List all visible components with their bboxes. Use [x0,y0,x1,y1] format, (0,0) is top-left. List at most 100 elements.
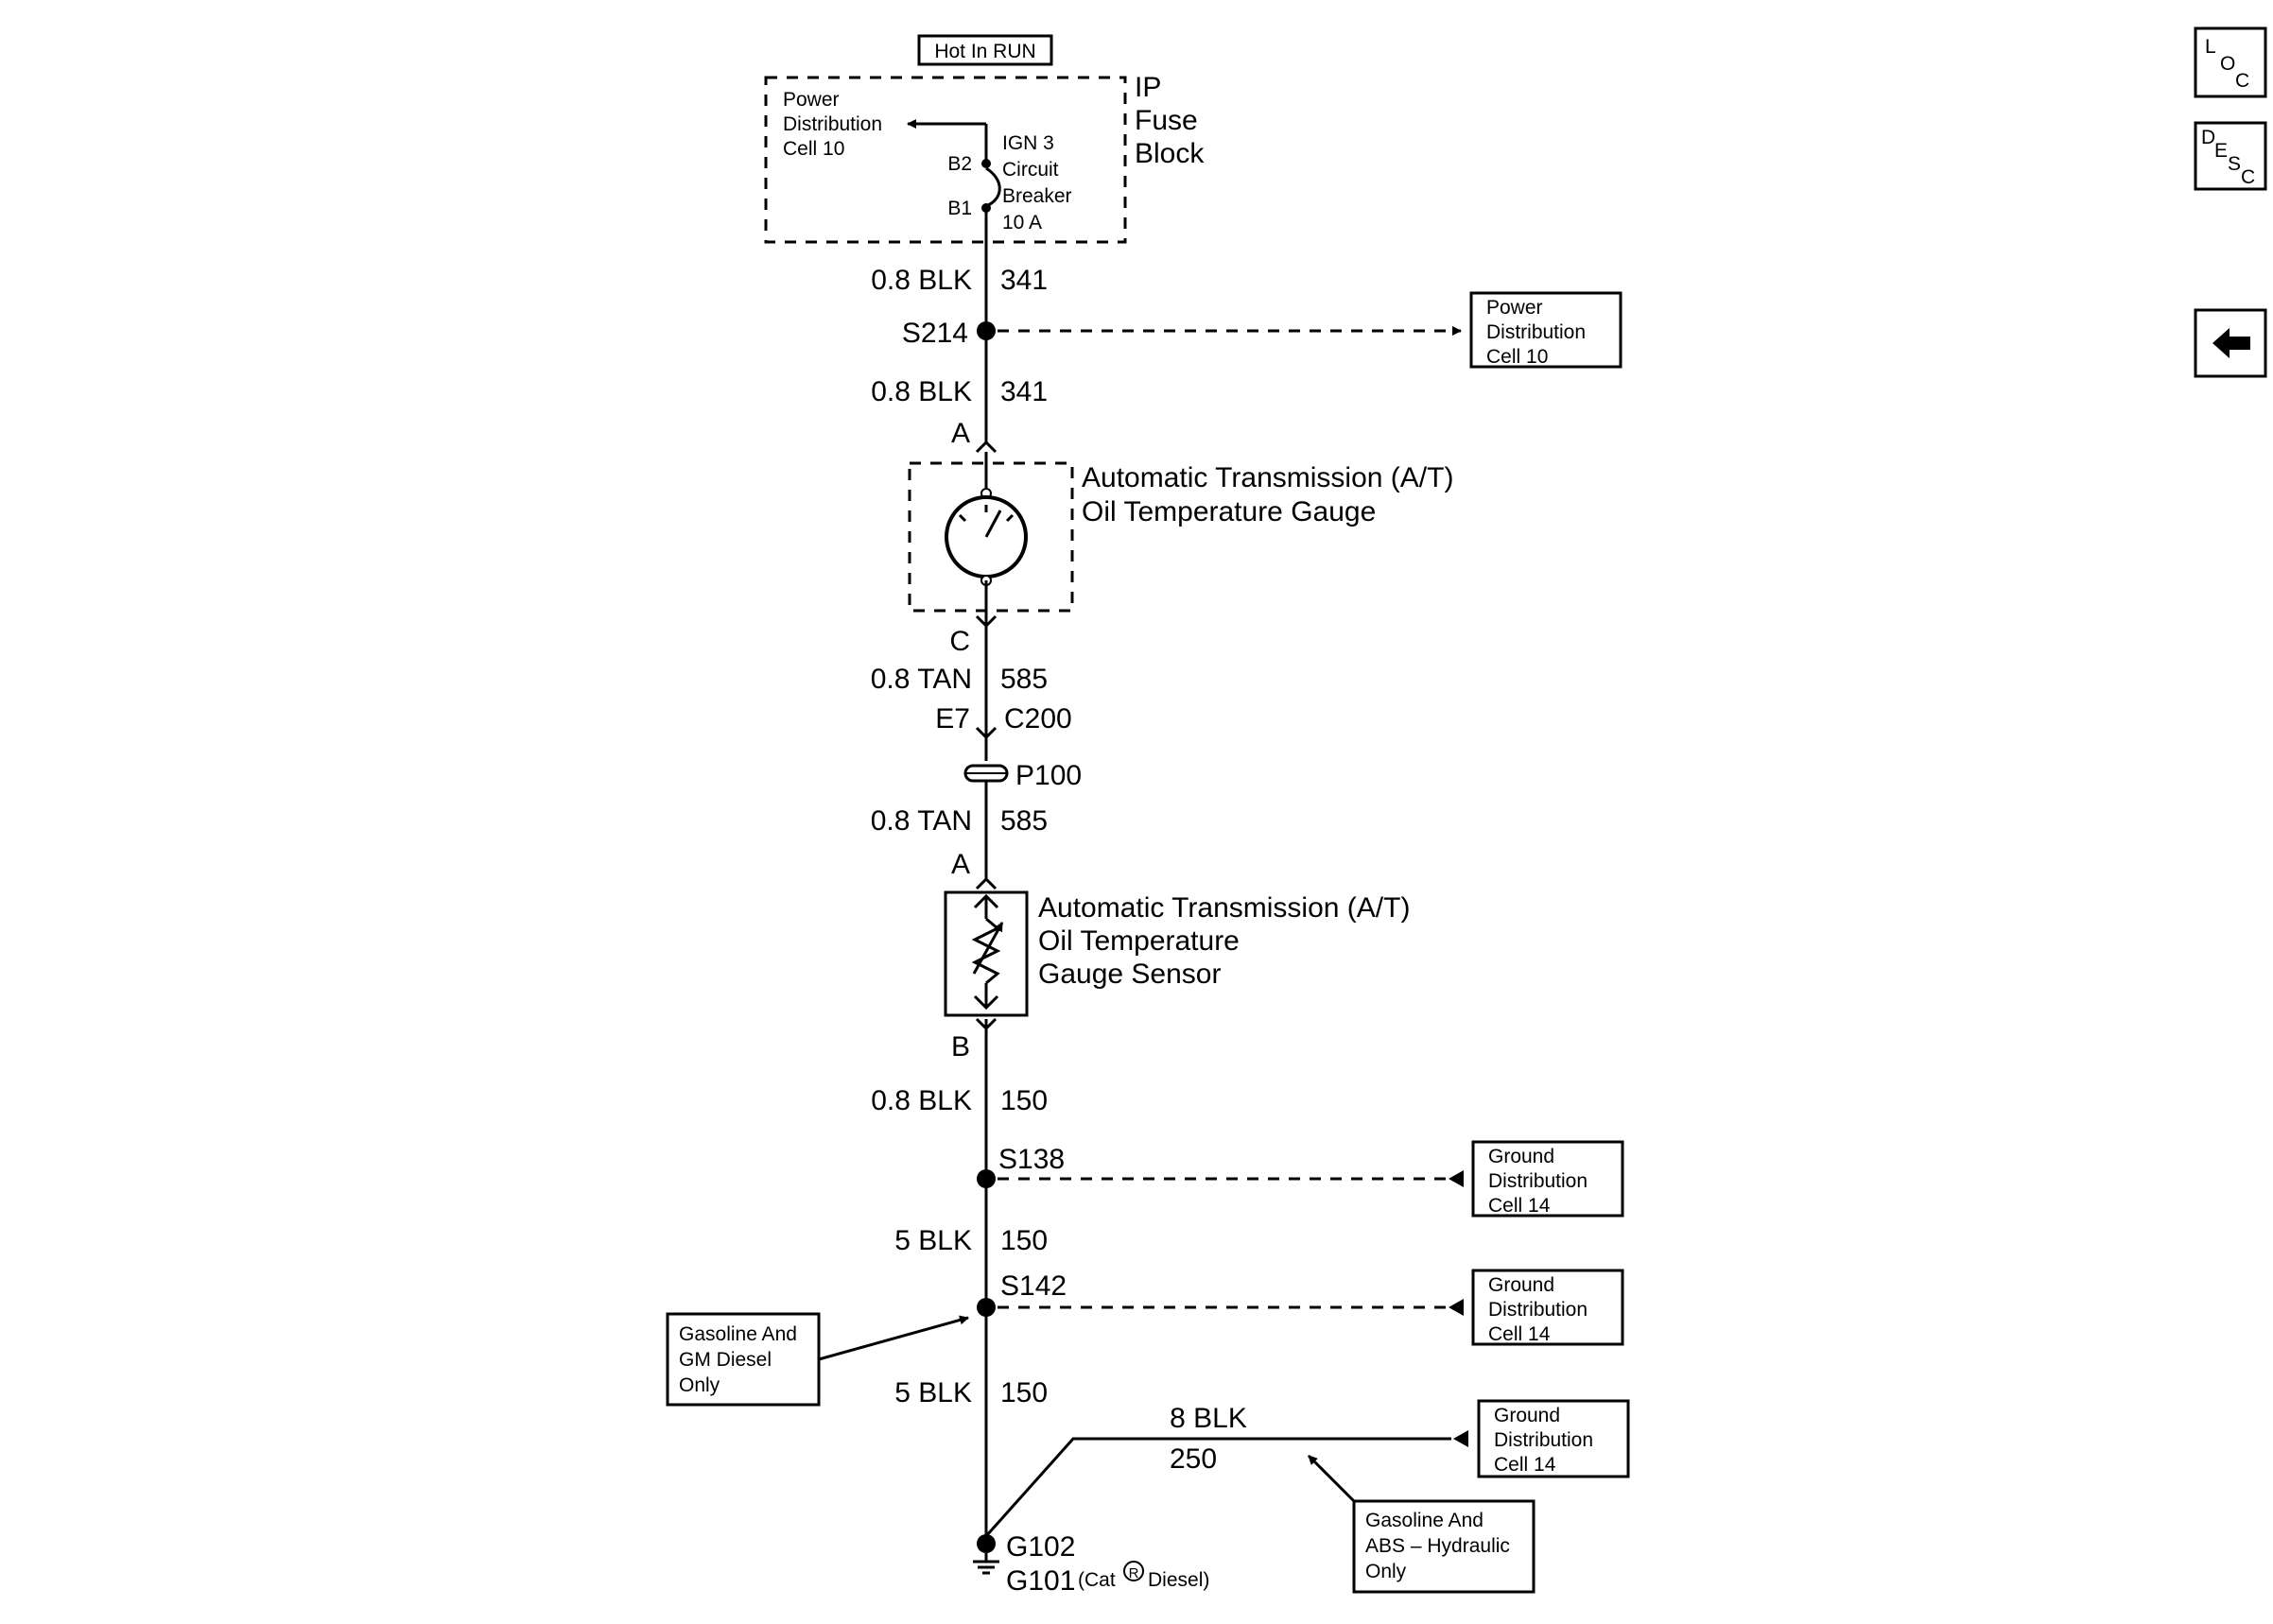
wire7-gauge: 5 BLK [894,1377,972,1408]
ref-power-dist-2: Distribution [1486,321,1586,343]
breaker-label-1: IGN 3 [1002,132,1054,154]
desc-c: C [2241,166,2255,188]
desc-button[interactable]: D E S C [2194,121,2267,191]
ref-ground2-3: Cell 14 [1488,1323,1551,1345]
wire7-circuit: 150 [1000,1377,1048,1408]
pin-b1-label: B1 [947,198,972,219]
breaker-label-3: Breaker [1002,185,1072,207]
arrow-left-icon [2212,328,2250,358]
e7-label: E7 [935,703,970,734]
s214-label: S214 [902,318,968,349]
note-gm-2: GM Diesel [679,1349,772,1371]
g101-note-pre: (Cat [1078,1569,1116,1591]
connector-c200: E7 C200 [935,703,1072,740]
desc-e: E [2214,140,2228,162]
loc-l: L [2205,36,2216,58]
gauge-connector-a [975,440,998,454]
ref-power-distribution-cell-10[interactable]: Power Distribution Cell 10 [1469,291,1622,369]
fuse-block-name-3: Block [1135,138,1205,169]
fuse-power-dist-3: Cell 10 [783,138,844,160]
wire5-gauge: 0.8 BLK [871,1085,972,1116]
desc-d: D [2201,127,2215,148]
ref-ground1-2: Distribution [1488,1170,1588,1192]
circuit-breaker-symbol [985,166,1001,208]
fuse-block-name-2: Fuse [1135,105,1198,136]
wire4-gauge: 0.8 TAN [871,805,972,837]
g101-label: G101 [1006,1565,1075,1597]
gauge-name-1: Automatic Transmission (A/T) [1082,462,1453,493]
ref-ground2-1: Ground [1488,1274,1554,1296]
ref-ground3-1: Ground [1494,1405,1560,1426]
loc-o: O [2220,53,2235,75]
s142-label: S142 [1000,1270,1067,1302]
fuse-power-dist-1: Power [783,89,840,111]
desc-s: S [2228,153,2241,175]
ref-power-dist-3: Cell 10 [1486,346,1548,368]
breaker-label-2: Circuit [1002,159,1059,181]
fuse-power-dist-2: Distribution [783,113,882,135]
ref-ground1-1: Ground [1488,1146,1554,1167]
g102-label: G102 [1006,1531,1075,1563]
gauge-connector-c [975,614,998,629]
wire8-circuit: 250 [1170,1443,1217,1475]
wire1-circuit: 341 [1000,265,1048,296]
breaker-label-4: 10 A [1002,212,1042,233]
loc-c: C [2235,70,2249,92]
ref-ground2-2: Distribution [1488,1299,1588,1321]
ground-branch-250: 8 BLK 250 [984,1403,1468,1537]
sensor-name-3: Gauge Sensor [1038,959,1221,990]
ground-g102: G102 G101 (Cat R Diesel) [973,1531,1209,1597]
note-abs-2: ABS – Hydraulic [1365,1535,1510,1557]
ref-ground1-3: Cell 14 [1488,1195,1551,1217]
wire8-gauge: 8 BLK [1170,1403,1247,1434]
oil-temp-sensor: A B Automatic Transmission (A/T) Oil Tem… [944,849,1410,1063]
fuse-block-outline [764,76,1127,244]
back-button[interactable] [2194,308,2267,378]
fuse-block-name-1: IP [1135,72,1161,103]
ip-fuse-block: Hot In RUN IP Fuse Block Power Distribut… [764,34,1205,244]
wire6-gauge: 5 BLK [894,1225,972,1256]
sensor-pin-a: A [951,849,970,880]
gauge-outline [908,461,1074,613]
note-gm-1: Gasoline And [679,1323,797,1345]
note-abs-1: Gasoline And [1365,1510,1484,1531]
g101-note-reg: R [1129,1565,1139,1581]
ref-ground3-3: Cell 14 [1494,1454,1556,1476]
c200-label: C200 [1004,703,1072,734]
oil-temp-gauge: A C Automatic Transmission (A/T) Oil Tem… [908,418,1453,657]
splice-s142: S142 [977,1270,1464,1317]
sensor-name-1: Automatic Transmission (A/T) [1038,892,1410,924]
note-gm-3: Only [679,1374,720,1396]
gauge-name-2: Oil Temperature Gauge [1082,496,1376,527]
passthrough-p100: P100 [963,760,1082,791]
wire1-gauge: 0.8 BLK [871,265,972,296]
note-gasoline-abs-hydraulic: Gasoline And ABS – Hydraulic Only [1307,1454,1536,1594]
p100-label: P100 [1015,760,1082,791]
g101-note-post: Diesel) [1148,1569,1209,1591]
ref-ground-distribution-cell-14-b[interactable]: Ground Distribution Cell 14 [1471,1269,1624,1346]
wire3-gauge: 0.8 TAN [871,664,972,695]
sensor-connector-b [975,1017,998,1031]
registered-mark-icon [1123,1561,1144,1581]
b2-terminal [981,159,991,168]
ref-ground-distribution-cell-14-a[interactable]: Ground Distribution Cell 14 [1471,1140,1624,1218]
note-abs-3: Only [1365,1561,1407,1582]
hot-in-run-box [917,34,1053,66]
pin-b2-label: B2 [947,153,972,175]
loc-button[interactable]: L O C [2194,26,2267,98]
wire3-circuit: 585 [1000,664,1048,695]
wire2-gauge: 0.8 BLK [871,376,972,407]
hot-in-run-label: Hot In RUN [934,41,1035,62]
gauge-pin-c: C [949,626,970,657]
gauge-needle [984,510,1002,538]
wire5-circuit: 150 [1000,1085,1048,1116]
sensor-name-2: Oil Temperature [1038,925,1240,957]
note-gasoline-gm-diesel: Gasoline And GM Diesel Only [666,1312,969,1407]
ref-ground3-2: Distribution [1494,1429,1593,1451]
s138-label: S138 [998,1144,1065,1175]
gauge-pin-a: A [951,418,970,449]
ref-power-dist-1: Power [1486,297,1543,319]
sensor-connector-a [975,876,998,890]
ref-ground-distribution-cell-14-c[interactable]: Ground Distribution Cell 14 [1477,1399,1630,1478]
